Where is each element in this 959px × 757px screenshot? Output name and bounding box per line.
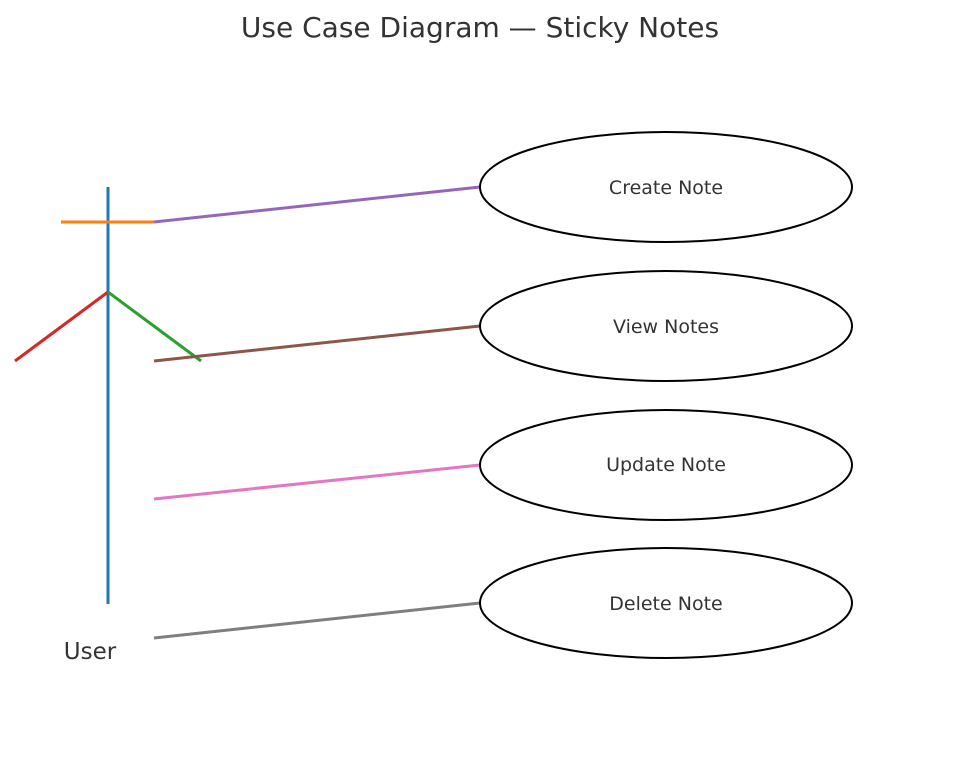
actor-right-leg bbox=[107, 290, 202, 363]
use-case-update-note: Update Note bbox=[479, 409, 853, 521]
association-3 bbox=[153, 463, 481, 501]
association-line bbox=[153, 185, 481, 224]
use-case-view-notes: View Notes bbox=[479, 270, 853, 382]
use-case-ellipse bbox=[479, 131, 853, 243]
use-case-delete-note: Delete Note bbox=[479, 547, 853, 659]
association-line bbox=[153, 463, 481, 501]
actor-stick-figure bbox=[14, 187, 202, 604]
use-case-ellipse bbox=[479, 270, 853, 382]
association-line bbox=[153, 324, 481, 363]
use-case-ellipse bbox=[479, 409, 853, 521]
use-case-label: Update Note bbox=[606, 454, 726, 476]
use-case-ellipse bbox=[479, 547, 853, 659]
actor-label: User bbox=[64, 639, 117, 665]
use-case-label: View Notes bbox=[613, 316, 719, 338]
diagram-title: Use Case Diagram — Sticky Notes bbox=[241, 11, 719, 44]
association-2 bbox=[153, 324, 481, 363]
association-4 bbox=[153, 601, 481, 640]
use-case-label: Delete Note bbox=[609, 593, 722, 615]
use-case-create-note: Create Note bbox=[479, 131, 853, 243]
association-1 bbox=[153, 185, 481, 224]
association-line bbox=[153, 601, 481, 640]
actor-left-leg bbox=[14, 290, 109, 363]
use-case-label: Create Note bbox=[609, 177, 723, 199]
